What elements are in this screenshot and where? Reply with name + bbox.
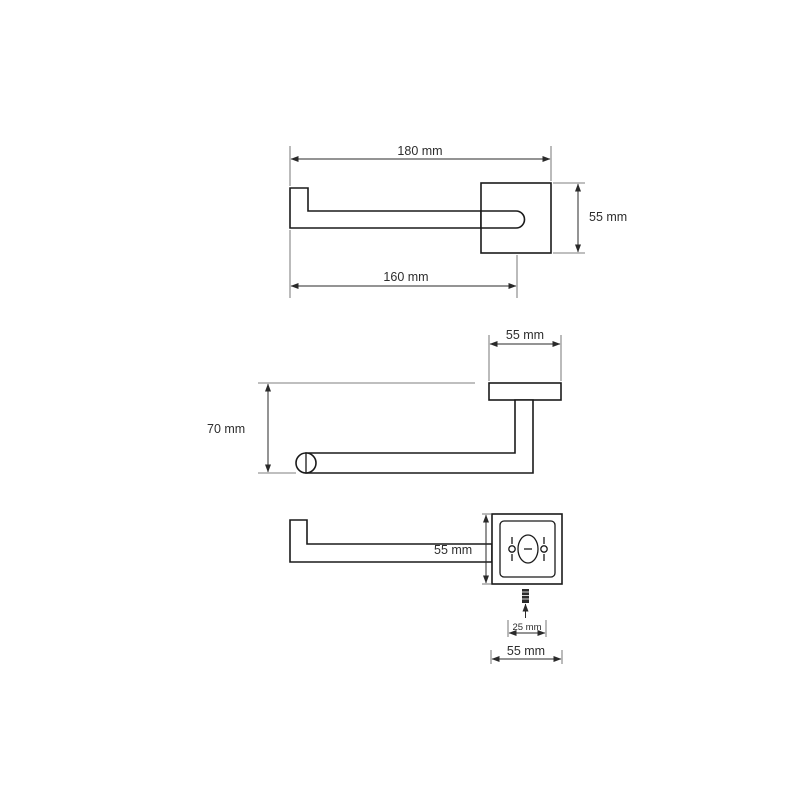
dim-label-screw-spacing: 25 mm [512, 622, 541, 633]
dim-label-projection: 70 mm [207, 422, 245, 436]
dim-label-plate-width-front: 55 mm [507, 644, 545, 658]
dim-label-plate-height-front: 55 mm [434, 543, 472, 557]
side-view: 55 mm 70 mm [207, 328, 562, 474]
front-view-center-slot [517, 534, 539, 564]
top-view: 180 mm 160 mm 55 mm [289, 144, 627, 298]
dim-label-overall-width: 180 mm [397, 144, 442, 158]
dim-label-plate-width-side: 55 mm [506, 328, 544, 342]
dim-label-plate-height-top: 55 mm [589, 210, 627, 224]
front-view: 55 mm 25 mm 55 mm [289, 513, 563, 664]
side-view-holder-arm [305, 399, 534, 474]
side-view-mounting-plate [488, 382, 562, 401]
top-view-arm-over-plate [480, 210, 526, 229]
front-view-screw-hole-right [540, 545, 548, 553]
front-view-back-plate [499, 520, 556, 578]
front-view-screw-hole-left [508, 545, 516, 553]
dim-label-arm-length: 160 mm [383, 270, 428, 284]
screw-icon [521, 589, 530, 618]
